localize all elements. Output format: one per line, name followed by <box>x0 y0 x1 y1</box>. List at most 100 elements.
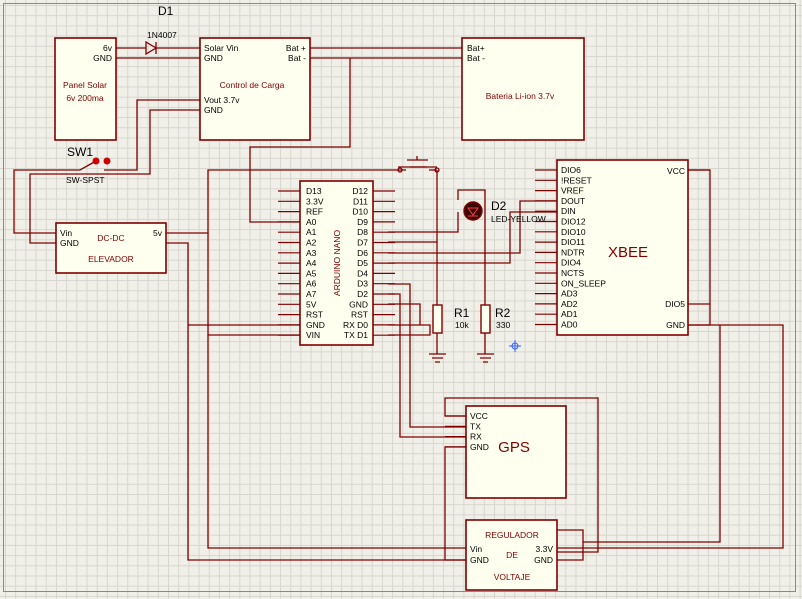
dcdc-boost-title: DC-DC <box>97 233 124 243</box>
solar-panel-label: Panel Solar <box>63 80 107 90</box>
resistor-r2-value: 330 <box>496 320 510 330</box>
wire-xbee-gnd-return <box>583 325 721 543</box>
xbee-left-pin-label: VREF <box>561 186 584 196</box>
charge-controller-pin-bat-plus: Bat + <box>286 43 306 53</box>
xbee-module-title: XBEE <box>608 244 648 261</box>
voltage-regulator[interactable]: REGULADOR DE VOLTAJE Vin GND 3.3V GND <box>465 519 558 591</box>
solar-panel-rating: 6v 200ma <box>66 93 104 103</box>
wire-gps-gnd <box>444 446 466 561</box>
push-button-symbol <box>400 156 437 171</box>
switch-sw1-lever <box>73 160 113 171</box>
wire-bat-minus-drop <box>249 58 351 223</box>
voltage-regulator-pin-vin: Vin <box>470 544 482 554</box>
arduino-nano[interactable]: ARDUINO NANO D133.3VREFA0A1A2A3A4A5A6A75… <box>278 180 395 346</box>
arduino-right-pin-label: D3 <box>357 279 368 289</box>
arduino-right-pin-label: RX D0 <box>343 320 368 330</box>
wire-controller-gnd2 <box>29 109 200 244</box>
switch-sw1-part: SW-SPST <box>66 175 105 185</box>
arduino-left-pin-label: A2 <box>306 238 317 248</box>
arduino-right-pin-label: D8 <box>357 227 368 237</box>
wire-led-to-r2 <box>457 189 486 300</box>
xbee-left-pin-label: !RESET <box>561 175 592 185</box>
arduino-right-pin-label: D11 <box>353 196 368 206</box>
diode-d1-part: 1N4007 <box>147 30 177 40</box>
solar-panel-pin-6v: 6v <box>103 43 113 53</box>
wire-dcdc-gnd-bus <box>166 242 466 561</box>
dcdc-boost-pin-gnd: GND <box>60 238 79 248</box>
charge-controller-pin-gnd1: GND <box>204 53 223 63</box>
xbee-module[interactable]: XBEE VCC DIO5 GND DIO6!RESETVREFDOUTDIND… <box>535 159 710 336</box>
xbee-left-pin-label: DIO4 <box>561 258 581 268</box>
diode-d1[interactable]: D1 1N4007 <box>140 4 177 56</box>
arduino-right-pin-label: GND <box>349 299 368 309</box>
charge-controller-title: Control de Carga <box>220 80 285 90</box>
gps-pin-label: GND <box>470 442 489 452</box>
switch-sw1[interactable]: SW1 SW-SPST <box>66 145 113 185</box>
xbee-module-pin-dio5: DIO5 <box>665 299 685 309</box>
wire-dcdc-5v <box>166 169 400 234</box>
gps-module-title: GPS <box>498 439 530 456</box>
charge-controller-pin-bat-minus: Bat - <box>288 53 306 63</box>
dcdc-boost[interactable]: DC-DC ELEVADOR Vin GND 5v <box>55 222 167 274</box>
arduino-right-pin-label: D10 <box>352 207 368 217</box>
led-d2-part: LED-YELLOW <box>491 214 546 224</box>
voltage-regulator-pin-3v3: 3.3V <box>536 544 554 554</box>
wire-button-to-d7 <box>388 170 438 243</box>
xbee-module-right-pins <box>688 169 710 326</box>
wire-arduino-gnd-right <box>388 303 421 325</box>
wire-regulator-gnd2 <box>557 529 584 561</box>
switch-sw1-contact-b <box>103 157 111 165</box>
xbee-module-pin-gnd: GND <box>666 320 685 330</box>
arduino-right-pin-label: D5 <box>357 258 368 268</box>
xbee-module-pin-vcc: VCC <box>667 166 685 176</box>
xbee-left-pin-label: AD0 <box>561 320 578 330</box>
charge-controller[interactable]: Control de Carga Solar Vin GND Vout 3.7v… <box>199 37 311 141</box>
led-d2-body <box>463 201 483 221</box>
arduino-left-pin-label: VIN <box>306 330 320 340</box>
charge-controller-pin-solar-vin: Solar Vin <box>204 43 239 53</box>
arduino-left-pin-label: 3.3V <box>306 196 324 206</box>
arduino-right-pin-label: D2 <box>357 289 368 299</box>
push-button-contact-left <box>397 167 403 173</box>
switch-sw1-ref: SW1 <box>67 145 93 159</box>
battery-pin-plus: Bat+ <box>467 43 485 53</box>
wire-xbee-din <box>388 211 557 264</box>
arduino-left-pin-label: REF <box>306 207 323 217</box>
dcdc-boost-body <box>55 222 167 274</box>
arduino-right-pin-label: D7 <box>357 238 368 248</box>
wire-xbee-gnd <box>557 324 784 549</box>
charge-controller-body <box>199 37 311 141</box>
wire-switch-to-dcdc-vin <box>13 169 73 234</box>
resistor-r1-ref: R1 <box>454 306 470 320</box>
push-button[interactable] <box>397 156 440 173</box>
resistor-r2-body <box>480 304 491 334</box>
charge-controller-pin-vout: Vout 3.7v <box>204 95 240 105</box>
resistor-r2[interactable]: R2 330 <box>477 300 511 363</box>
xbee-left-pin-label: AD1 <box>561 309 578 319</box>
arduino-left-pin-label: RST <box>306 310 323 320</box>
resistor-r1-value: 10k <box>455 320 469 330</box>
solar-panel[interactable]: Panel Solar 6v 200ma 6v GND <box>54 37 117 141</box>
resistor-r1[interactable]: R1 10k <box>429 300 470 363</box>
led-d2-ref: D2 <box>491 199 507 213</box>
voltage-regulator-body <box>465 519 558 591</box>
arduino-right-pin-label: D9 <box>357 217 368 227</box>
gps-pin-label: TX <box>470 421 481 431</box>
xbee-left-pin-label: ON_SLEEP <box>561 278 606 288</box>
arduino-right-pin-label: RST <box>351 310 368 320</box>
gps-pin-label: RX <box>470 432 482 442</box>
dcdc-boost-subtitle: ELEVADOR <box>88 254 134 264</box>
voltage-regulator-title: REGULADOR <box>485 530 539 540</box>
wire-vout-to-switch <box>113 99 200 171</box>
battery[interactable]: Bateria Li-ion 3.7v Bat+ Bat - <box>461 37 585 141</box>
push-button-contact-right <box>434 167 440 173</box>
arduino-left-pin-label: GND <box>306 320 325 330</box>
battery-body <box>461 37 585 141</box>
resistor-r2-ref: R2 <box>495 306 511 320</box>
battery-pin-minus: Bat - <box>467 53 485 63</box>
led-d2[interactable]: D2 LED-YELLOW <box>463 199 546 224</box>
crosshair-cursor-ring <box>511 342 519 350</box>
